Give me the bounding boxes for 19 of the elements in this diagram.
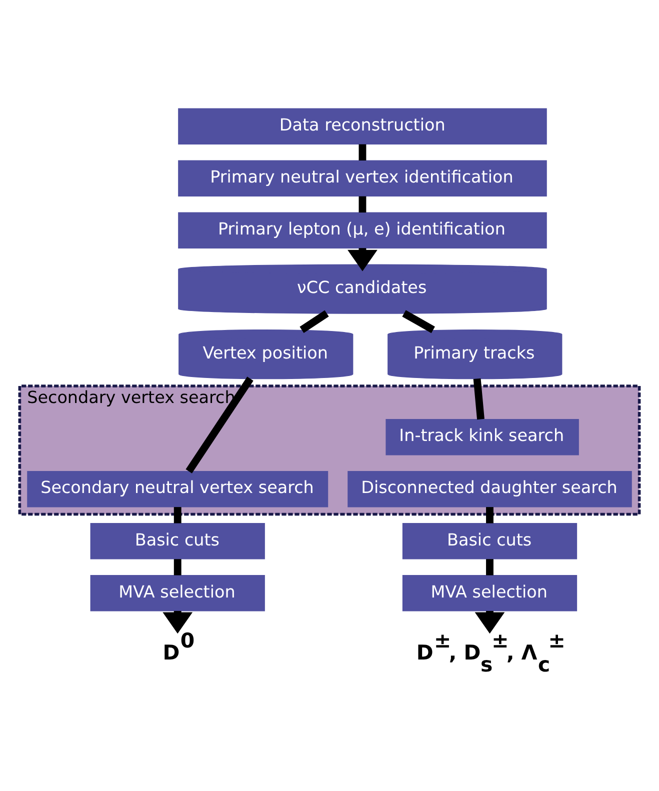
node-box: Data reconstruction xyxy=(178,108,547,144)
connector xyxy=(174,506,182,523)
connector xyxy=(402,310,435,333)
node-box: Disconnected daughter search xyxy=(348,470,632,507)
node-box: Basic cuts xyxy=(402,522,578,559)
connector xyxy=(486,506,494,523)
connector xyxy=(358,196,366,212)
connector xyxy=(300,310,329,332)
node-box: MVA selection xyxy=(402,574,578,611)
connector xyxy=(486,558,494,575)
node-box: Basic cuts xyxy=(90,522,265,559)
node-box: In-track kink search xyxy=(386,418,579,455)
node-box: MVA selection xyxy=(90,574,265,611)
node-box: Primary neutral vertex identification xyxy=(178,160,547,196)
node-box: Secondary neutral vertex search xyxy=(27,470,328,507)
node-box: Primary lepton (μ, e) identification xyxy=(178,212,547,248)
connector xyxy=(186,376,254,473)
connector xyxy=(174,558,182,575)
connector xyxy=(358,144,366,160)
